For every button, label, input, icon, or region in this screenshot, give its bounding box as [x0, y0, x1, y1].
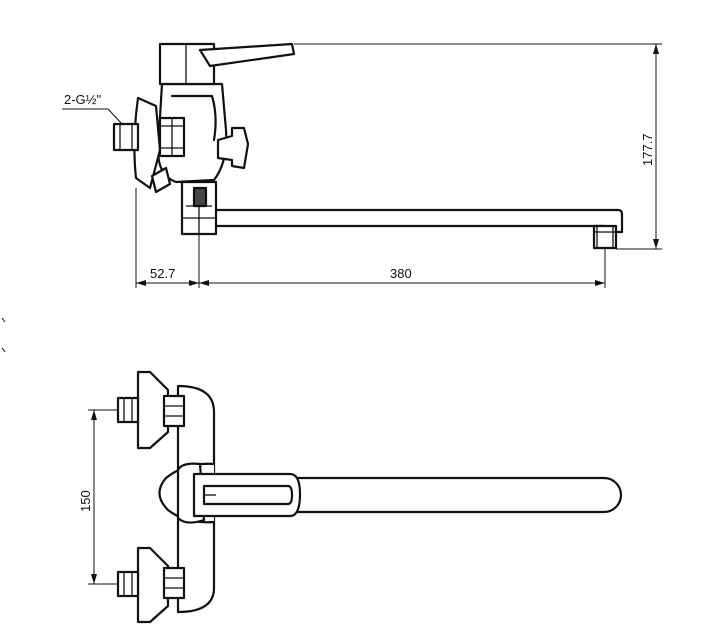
spout-side [206, 208, 624, 250]
inlet-upper [116, 370, 186, 450]
inlet-stub-side [112, 122, 140, 152]
front-view: 150 [78, 370, 623, 624]
diverter-knob [216, 126, 250, 170]
mixer-body-side [156, 82, 228, 184]
wall-flange-side [133, 96, 186, 194]
height-label: 177.7 [640, 133, 655, 166]
lever-handle-top [192, 472, 302, 518]
height-dimension: 177.7 [294, 43, 662, 250]
offset-label: 52.7 [150, 266, 175, 281]
lever-handle-side [158, 42, 296, 86]
spout-length-label: 380 [390, 266, 412, 281]
inlet-lower [116, 546, 186, 624]
inlet-spacing-dimension: 150 [78, 409, 118, 585]
swivel-connector [180, 180, 218, 236]
horizontal-dimensions: 52.7 380 [135, 188, 606, 288]
connection-callout: 2-G½" [62, 92, 123, 125]
connection-label: 2-G½" [64, 92, 102, 107]
inlet-spacing-label: 150 [78, 490, 93, 512]
side-view: 2-G½" 177.7 52.7 380 [62, 42, 662, 288]
spout-top [198, 476, 623, 514]
